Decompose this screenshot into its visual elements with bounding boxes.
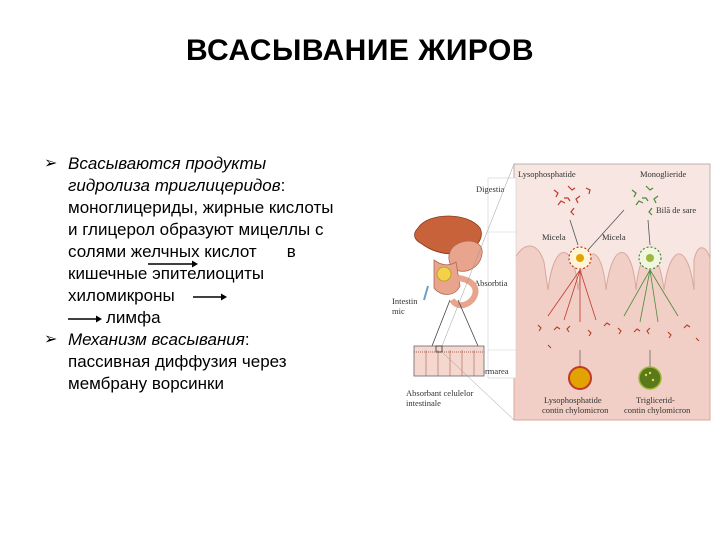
label-intestin-mic: mic bbox=[392, 306, 405, 316]
bullet1-line7: хиломикроны bbox=[68, 286, 175, 305]
bullet2-lead: Механизм всасывания bbox=[68, 330, 245, 349]
label-micela-right: Micela bbox=[602, 232, 626, 242]
bullet2-colon: : bbox=[244, 330, 250, 349]
arrow-right-icon bbox=[148, 260, 198, 268]
bullet2-line2: пассивная диффузия через bbox=[68, 352, 287, 371]
lysophosphatide-molecules bbox=[553, 185, 591, 216]
arrow-right-icon bbox=[68, 315, 102, 323]
bullet1-lead: Всасываются продукты bbox=[68, 154, 267, 173]
fat-absorption-figure: Digestia Absorbtia Formarea Lysophosphat… bbox=[392, 163, 711, 421]
bullet1-line8: лимфа bbox=[106, 308, 161, 327]
bullet1-line3: моноглицериды, жирные кислоты bbox=[68, 198, 334, 217]
digestive-organs-illustration bbox=[414, 215, 483, 309]
bullet1-line5b: в bbox=[286, 242, 296, 261]
bullet-absorption-products: ➢ Всасываются продукты гидролиза триглиц… bbox=[44, 153, 394, 329]
chylomicron-right bbox=[638, 366, 662, 390]
chylomicron-left bbox=[568, 366, 592, 390]
absorbant-cells-inset bbox=[413, 345, 485, 377]
slide-title: ВСАСЫВАНИЕ ЖИРОВ bbox=[185, 34, 535, 67]
label-triglyceride-bottom-2: contin chylomicron bbox=[624, 405, 691, 415]
micelle-left bbox=[568, 246, 592, 270]
bullet1-colon: : bbox=[280, 176, 286, 195]
bullet1-line6: кишечные эпителиоциты bbox=[68, 264, 265, 283]
label-absorbtia: Absorbtia bbox=[474, 278, 508, 288]
monoglyceride-molecules bbox=[631, 185, 659, 216]
bullet1-lead2: гидролиза триглицеридов bbox=[68, 176, 281, 195]
label-absorbant-cells: Absorbant celulelor bbox=[406, 388, 473, 398]
micelle-right bbox=[638, 246, 662, 270]
arrow-bullet-icon: ➢ bbox=[44, 331, 58, 348]
label-micela-left: Micela bbox=[542, 232, 566, 242]
bullet1-line5a: солями желчных кислот bbox=[68, 242, 257, 261]
label-intestin: Intestin bbox=[392, 296, 418, 306]
label-lysophosphatide-bottom-2: contin chylomicron bbox=[542, 405, 609, 415]
bullet1-line4: и глицерол образуют мицеллы с bbox=[68, 220, 324, 239]
label-bila-de-sare: Bilă de sare bbox=[656, 205, 696, 215]
label-monoglyceride-top: Monoglieride bbox=[640, 169, 686, 179]
villi-shape bbox=[513, 245, 711, 421]
label-lysophosphatide-top: Lysophosphatide bbox=[518, 169, 576, 179]
label-triglyceride-bottom: Triglicerid- bbox=[636, 395, 675, 405]
label-formarea: Formarea bbox=[476, 366, 509, 376]
arrow-bullet-icon: ➢ bbox=[44, 155, 58, 172]
arrow-right-icon bbox=[193, 293, 228, 301]
bullet2-line3: мембрану ворсинки bbox=[68, 374, 224, 393]
bullet-list: ➢ Всасываются продукты гидролиза триглиц… bbox=[44, 153, 394, 395]
label-digestia: Digestia bbox=[476, 184, 505, 194]
bullet-absorption-mechanism: ➢ Механизм всасывания: пассивная диффузи… bbox=[44, 329, 394, 395]
label-absorbant-cells-2: intestinale bbox=[406, 398, 441, 408]
label-lysophosphatide-bottom: Lysophosphatide bbox=[544, 395, 602, 405]
